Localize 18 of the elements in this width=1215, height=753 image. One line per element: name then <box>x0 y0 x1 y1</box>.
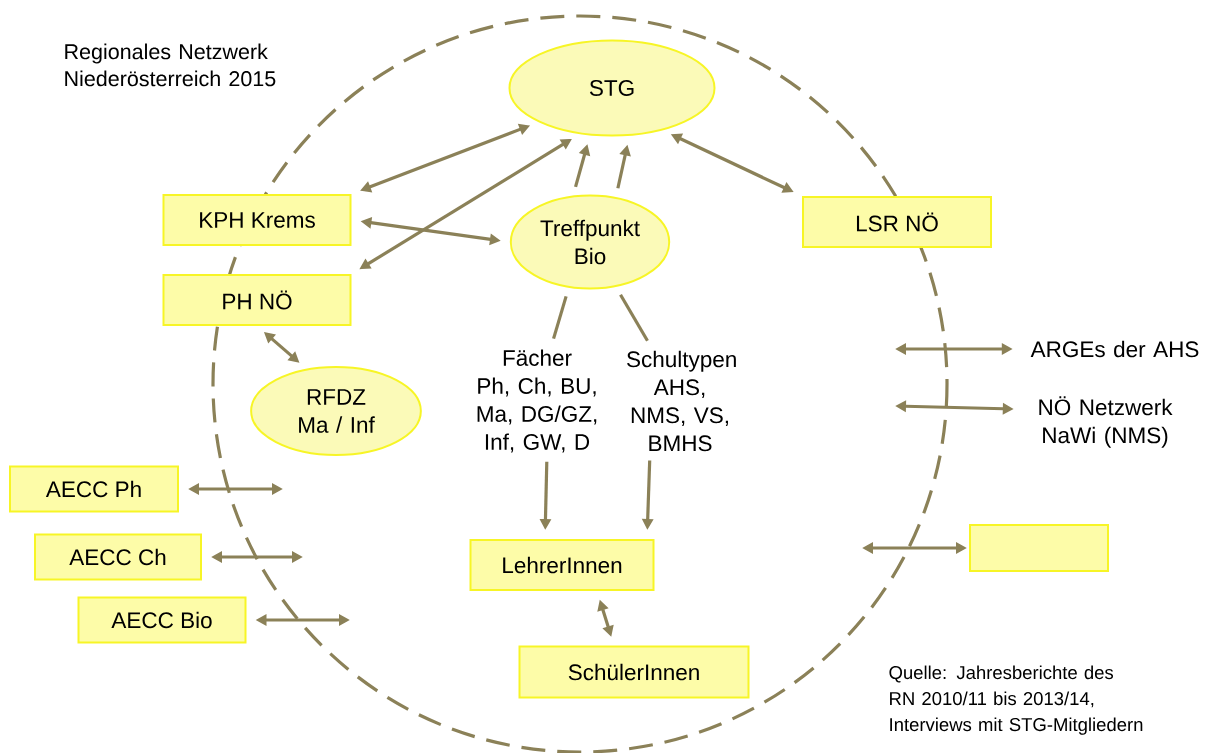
ellipse-node: RFDZ Ma / Inf <box>250 366 422 456</box>
text-label: NÖ Netzwerk NaWi (NMS) <box>1039 396 1173 448</box>
process-box: LehrerInnen <box>469 539 655 591</box>
source-note: Quelle: Jahresberichte des RN 2010/11 bis 2013/14, Interviews mit STG-Mitgliedern <box>889 665 1143 735</box>
process-box: SchülerInnen <box>518 645 750 699</box>
ellipse-node: STG <box>508 39 716 137</box>
ellipse-node: Treffpunkt Bio <box>509 194 671 290</box>
process-box: AECC Ph <box>9 465 179 513</box>
text-label: Schultypen AHS, NMS, VS, BMHS <box>627 350 736 452</box>
process-box: LSR NÖ <box>802 196 992 248</box>
empty-box <box>969 524 1109 572</box>
text-label: ARGEs der AHS <box>1030 340 1199 358</box>
process-box: AECC Bio <box>77 596 247 644</box>
process-box: PH NÖ <box>162 274 352 326</box>
text-label: Fächer Ph, Ch, BU, Ma, DG/GZ, Inf, GW, D <box>477 349 597 453</box>
process-box: KPH Krems <box>162 194 352 246</box>
process-box: AECC Ch <box>34 533 202 581</box>
title: Regionales Netzwerk Niederösterreich 2015 <box>65 43 276 87</box>
